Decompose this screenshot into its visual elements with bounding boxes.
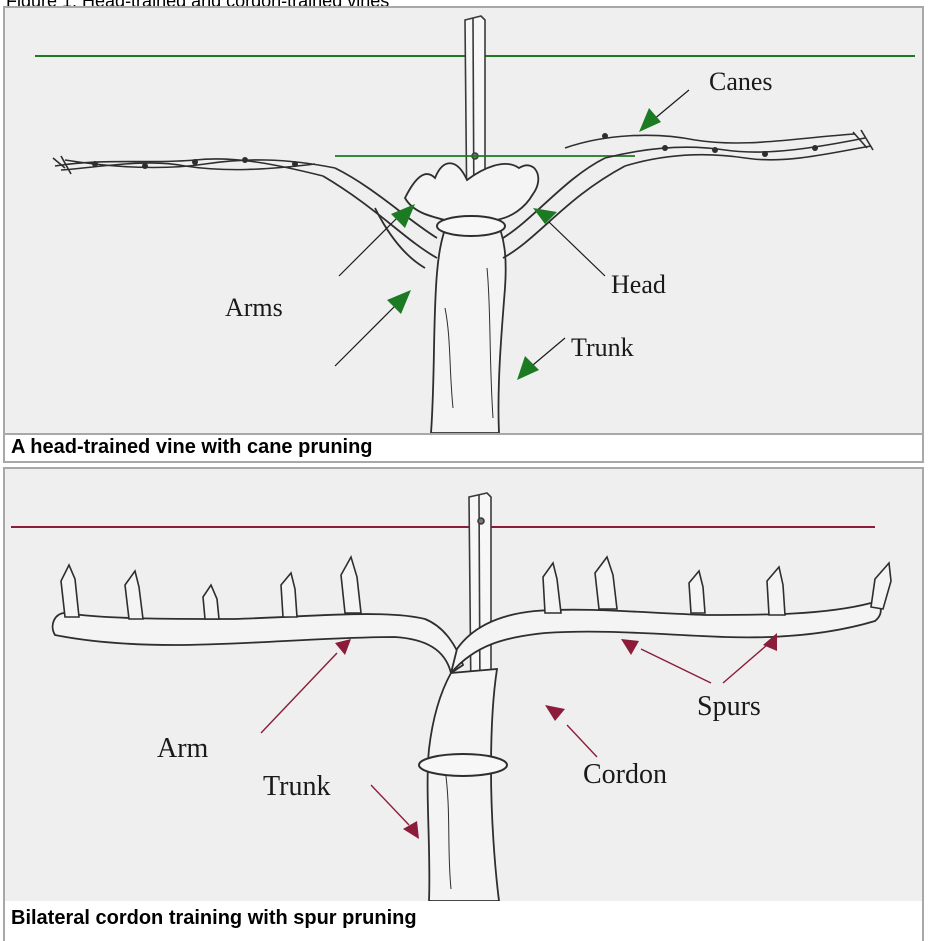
caption-cordon: Bilateral cordon training with spur prun… — [11, 907, 417, 930]
cordon-vine-panel: Arm Trunk Cordon Spurs Bilateral cordon … — [3, 467, 924, 941]
label-spurs: Spurs — [697, 691, 761, 722]
label-head: Head — [611, 270, 666, 299]
caption-separator — [5, 433, 922, 435]
vine-trunk — [431, 218, 506, 433]
caption-head-trained: A head-trained vine with cane pruning — [11, 436, 373, 459]
cordon-trunk — [428, 669, 499, 901]
head-trained-vine-illustration: Canes Head Arms Trunk — [5, 8, 922, 433]
label-arm: Arm — [157, 733, 209, 764]
label-cordon: Cordon — [583, 759, 667, 790]
label-trunk: Trunk — [263, 771, 330, 802]
trunk-tie — [437, 216, 505, 236]
head-trained-vine-panel: Canes Head Arms Trunk A head-trained vin… — [3, 6, 924, 463]
label-trunk: Trunk — [571, 333, 634, 362]
label-canes: Canes — [709, 67, 773, 96]
label-arms: Arms — [225, 293, 283, 322]
cordon-trunk-tie — [419, 754, 507, 776]
cordon-vine-illustration: Arm Trunk Cordon Spurs — [5, 469, 922, 901]
